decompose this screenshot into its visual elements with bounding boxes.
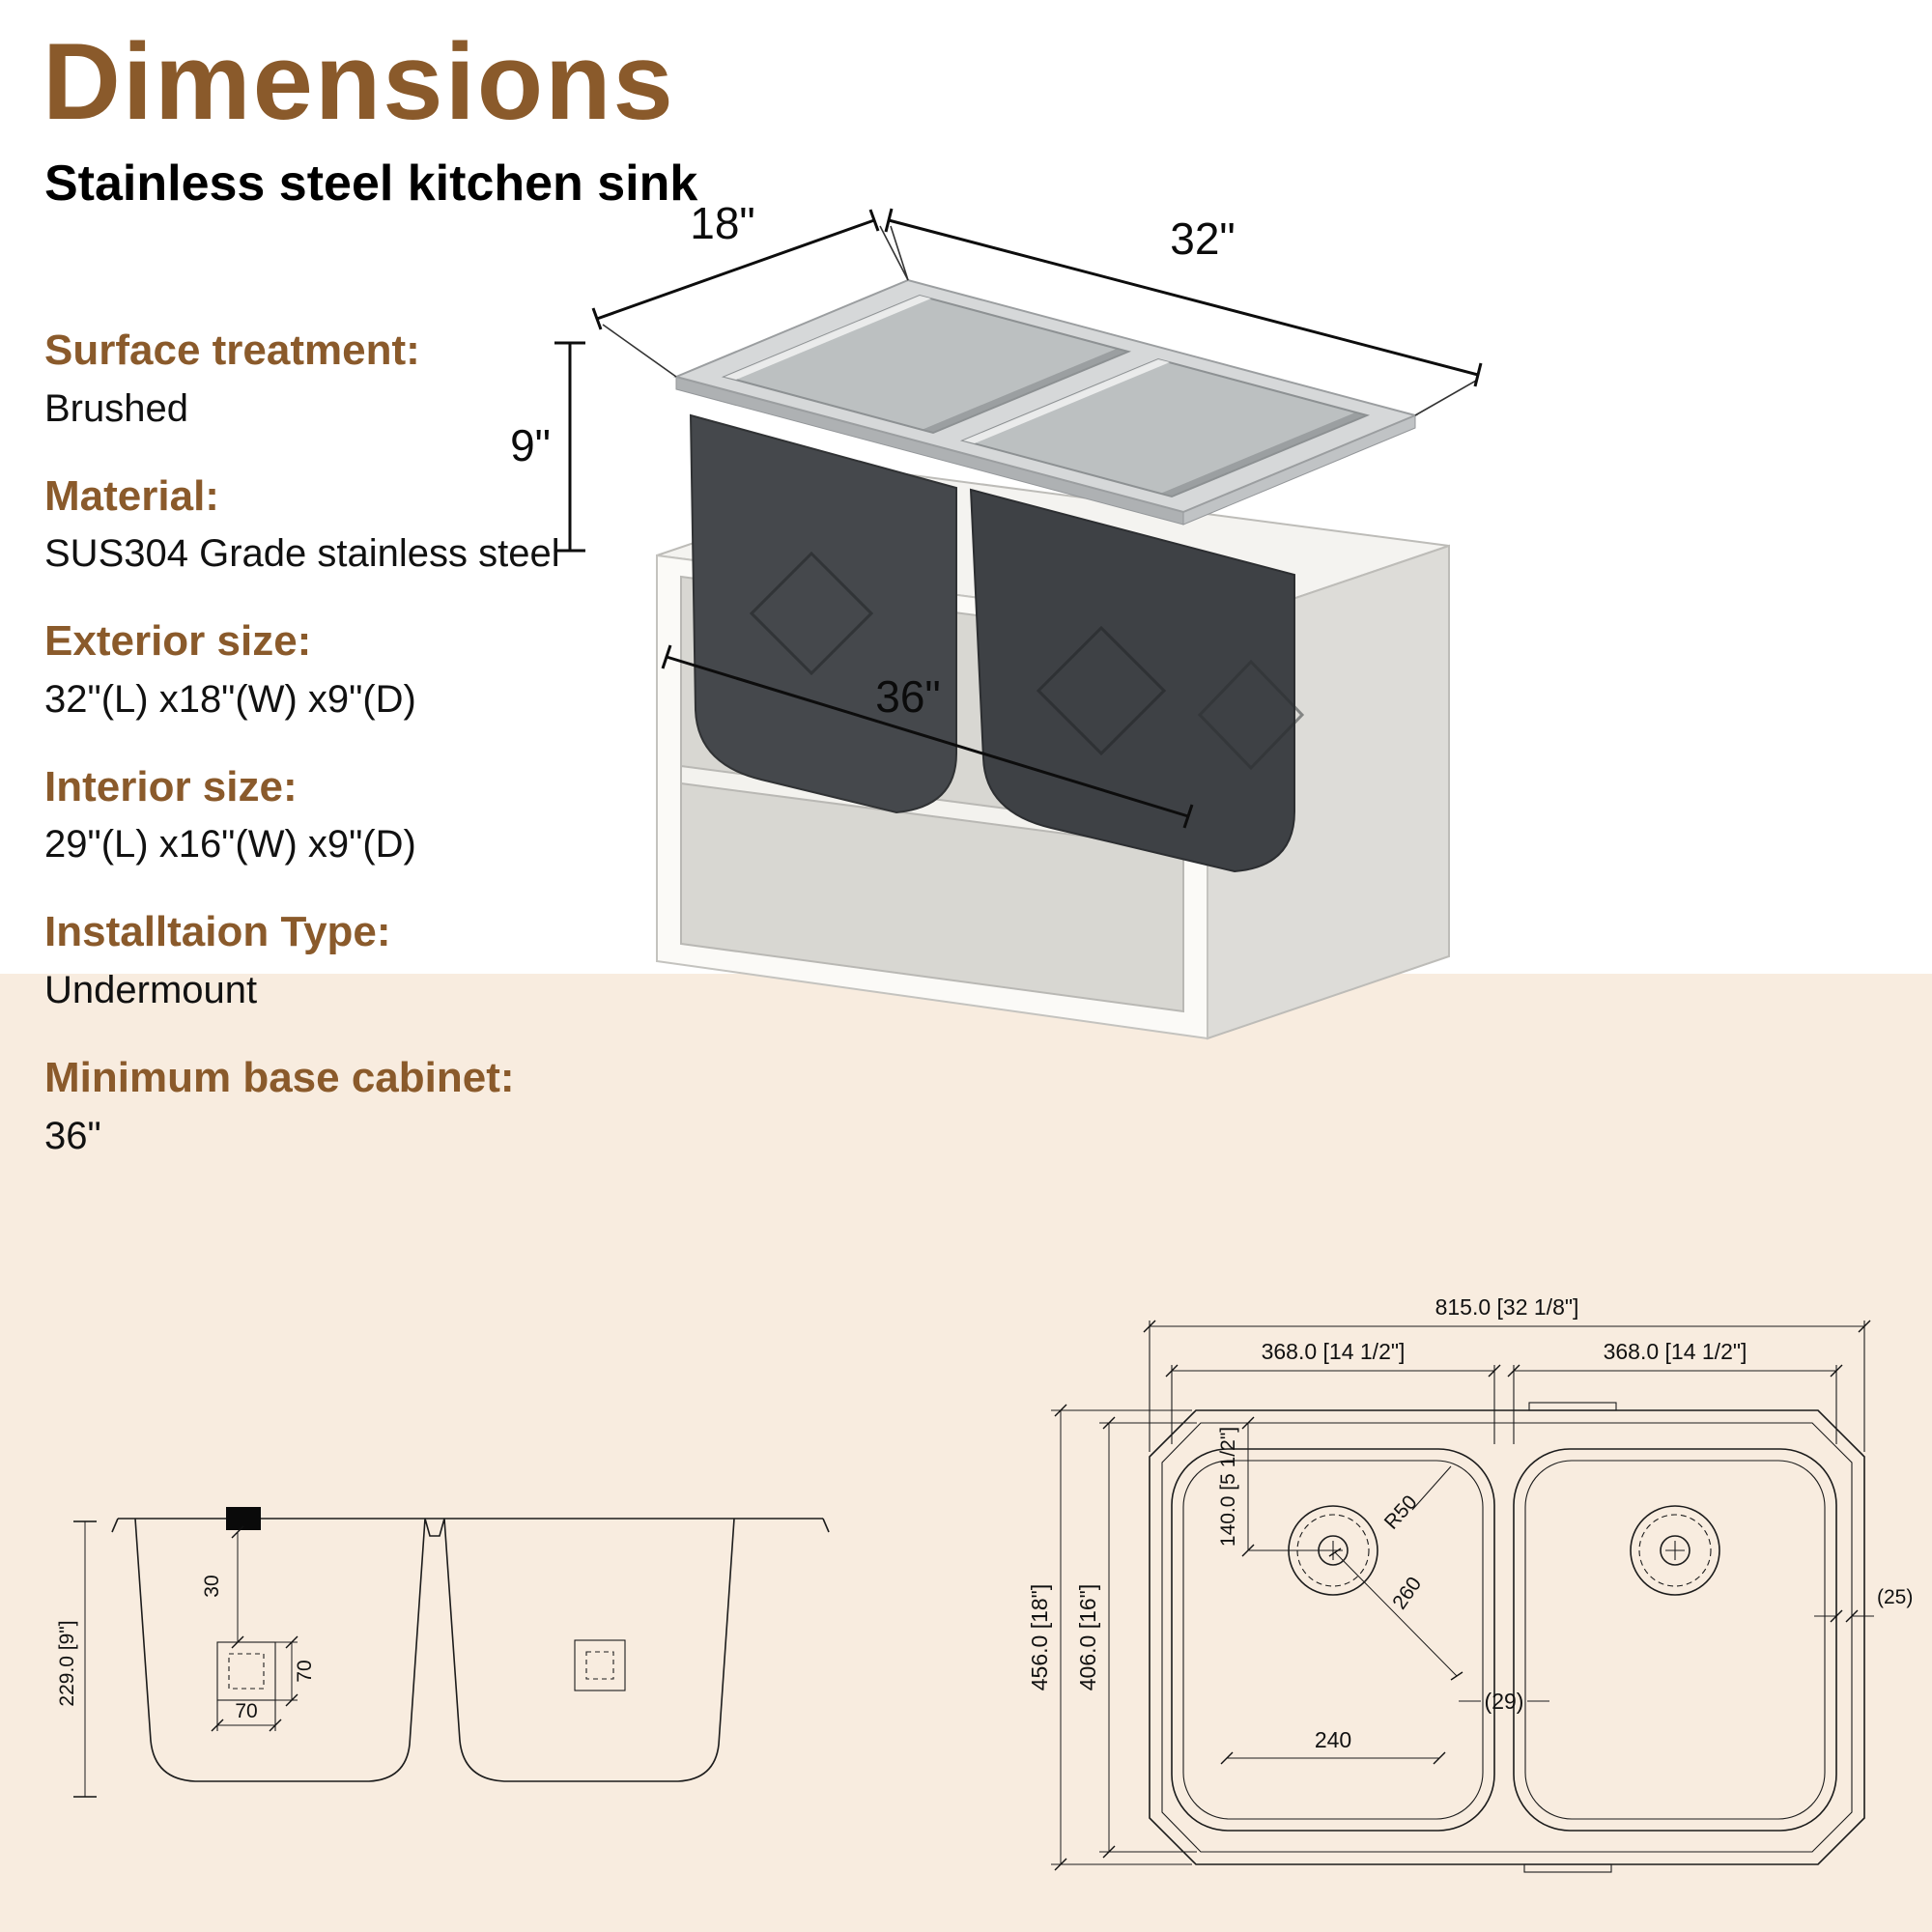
spec-label: Minimum base cabinet: (44, 1053, 515, 1101)
top-140-label: 140.0 [5 1/2"] (1217, 1427, 1239, 1547)
top-29-label: (29) (1485, 1689, 1524, 1714)
dimension-top-140: 140.0 [5 1/2"] (1217, 1416, 1327, 1557)
left-drain-section (216, 1641, 276, 1701)
right-drain-section (574, 1639, 626, 1691)
top-25-label: (25) (1877, 1586, 1913, 1608)
page-title: Dimensions (43, 21, 675, 142)
right-drain (1630, 1505, 1720, 1596)
spec-value: SUS304 Grade stainless steel (44, 532, 560, 576)
top-368-left-label: 368.0 [14 1/2"] (1262, 1339, 1406, 1364)
spec-value: 32"(L) x18"(W) x9"(D) (44, 677, 416, 721)
dimension-top-r50: R50 (1380, 1465, 1452, 1534)
right-bowl-top (1513, 1448, 1837, 1832)
dimension-side-70-horizontal: 70 (211, 1700, 282, 1732)
top-r50-label: R50 (1380, 1492, 1422, 1534)
dimension-top-406: 406.0 [16"] (1075, 1416, 1197, 1859)
dimension-label-36: 36" (875, 671, 941, 722)
spec-value: Brushed (44, 386, 188, 430)
top-240-label: 240 (1315, 1727, 1351, 1752)
dimension-top-25: (25) (1814, 1586, 1913, 1623)
dimension-top-368-right: 368.0 [14 1/2"] (1507, 1339, 1843, 1444)
spec-label: Installtaion Type: (44, 908, 391, 956)
mounting-tab-top (1528, 1402, 1617, 1411)
dimension-width-18: 18" (591, 198, 909, 378)
dimension-side-overall: 229.0 [9"] (56, 1520, 97, 1798)
side-70v-label: 70 (294, 1660, 316, 1682)
dimension-label-18: 18" (690, 198, 755, 248)
spec-label: Interior size: (44, 762, 298, 810)
side-30-label: 30 (201, 1575, 223, 1597)
dimension-length-32: 32" (884, 208, 1483, 416)
dimension-side-70-vertical: 70 (275, 1635, 316, 1707)
mounting-tab-bottom (1523, 1863, 1612, 1873)
top-view-drawing: 815.0 [32 1/8"] 368.0 [14 1/2"] 368.0 [1… (1027, 1294, 1913, 1873)
left-bowl-top (1171, 1448, 1495, 1832)
top-260-label: 260 (1388, 1573, 1426, 1613)
side-view-drawing: 229.0 [9"] 30 70 70 (56, 1507, 830, 1798)
dimension-top-260: 260 (1328, 1548, 1463, 1681)
right-bowl-diamond (1036, 625, 1167, 756)
spec-surface-treatment: Surface treatment: Brushed (44, 327, 643, 432)
top-368-right-label: 368.0 [14 1/2"] (1604, 1339, 1747, 1364)
side-view-outline (111, 1507, 830, 1782)
spec-value: 36" (44, 1114, 101, 1157)
left-drain-inner (228, 1653, 265, 1690)
sink-3d-illustration: 18" 32" 9" 36" (510, 198, 1483, 1040)
dimension-top-240: 240 (1220, 1727, 1446, 1765)
top-406-label: 406.0 [16"] (1075, 1584, 1100, 1690)
spec-value: Undermount (44, 968, 258, 1011)
spec-label: Exterior size: (44, 617, 312, 666)
top-view-outline (1149, 1402, 1865, 1873)
dimension-depth-9: 9" (510, 341, 585, 553)
dimension-top-456: 456.0 [18"] (1027, 1404, 1192, 1871)
dimension-top-368-left: 368.0 [14 1/2"] (1165, 1339, 1501, 1444)
spec-exterior-size: Exterior size: 32"(L) x18"(W) x9"(D) (44, 617, 643, 723)
spec-minimum-base-cabinet: Minimum base cabinet: 36" (44, 1054, 643, 1159)
sink-rim (672, 278, 1419, 526)
side-depth-label: 229.0 [9"] (56, 1620, 78, 1706)
left-bowl-exterior (689, 413, 957, 814)
top-456-label: 456.0 [18"] (1027, 1584, 1052, 1690)
bottom-background-band (0, 974, 1932, 1932)
spec-material: Material: SUS304 Grade stainless steel (44, 472, 643, 578)
top-815-label: 815.0 [32 1/8"] (1435, 1294, 1579, 1320)
left-bowl-diamond (749, 551, 874, 676)
dimension-cabinet-36: 36" (661, 644, 1194, 829)
page-subtitle: Stainless steel kitchen sink (44, 156, 698, 212)
dimension-label-9: 9" (510, 420, 551, 470)
right-bowl-side-diamond (1197, 659, 1305, 771)
right-drain-inner (585, 1651, 614, 1680)
spec-label: Surface treatment: (44, 327, 420, 374)
spec-installation-type: Installtaion Type: Undermount (44, 908, 643, 1013)
dimension-top-29: (29) (1459, 1689, 1549, 1714)
dimension-label-32: 32" (1170, 213, 1236, 264)
dimension-top-815: 815.0 [32 1/8"] (1143, 1294, 1871, 1452)
side-70h-label: 70 (235, 1700, 257, 1722)
dimension-side-30: 30 (201, 1525, 244, 1649)
spec-value: 29"(L) x16"(W) x9"(D) (44, 823, 416, 867)
spec-list: Surface treatment: Brushed Material: SUS… (44, 327, 643, 1200)
spec-interior-size: Interior size: 29"(L) x16"(W) x9"(D) (44, 763, 643, 868)
spec-label: Material: (44, 471, 219, 520)
